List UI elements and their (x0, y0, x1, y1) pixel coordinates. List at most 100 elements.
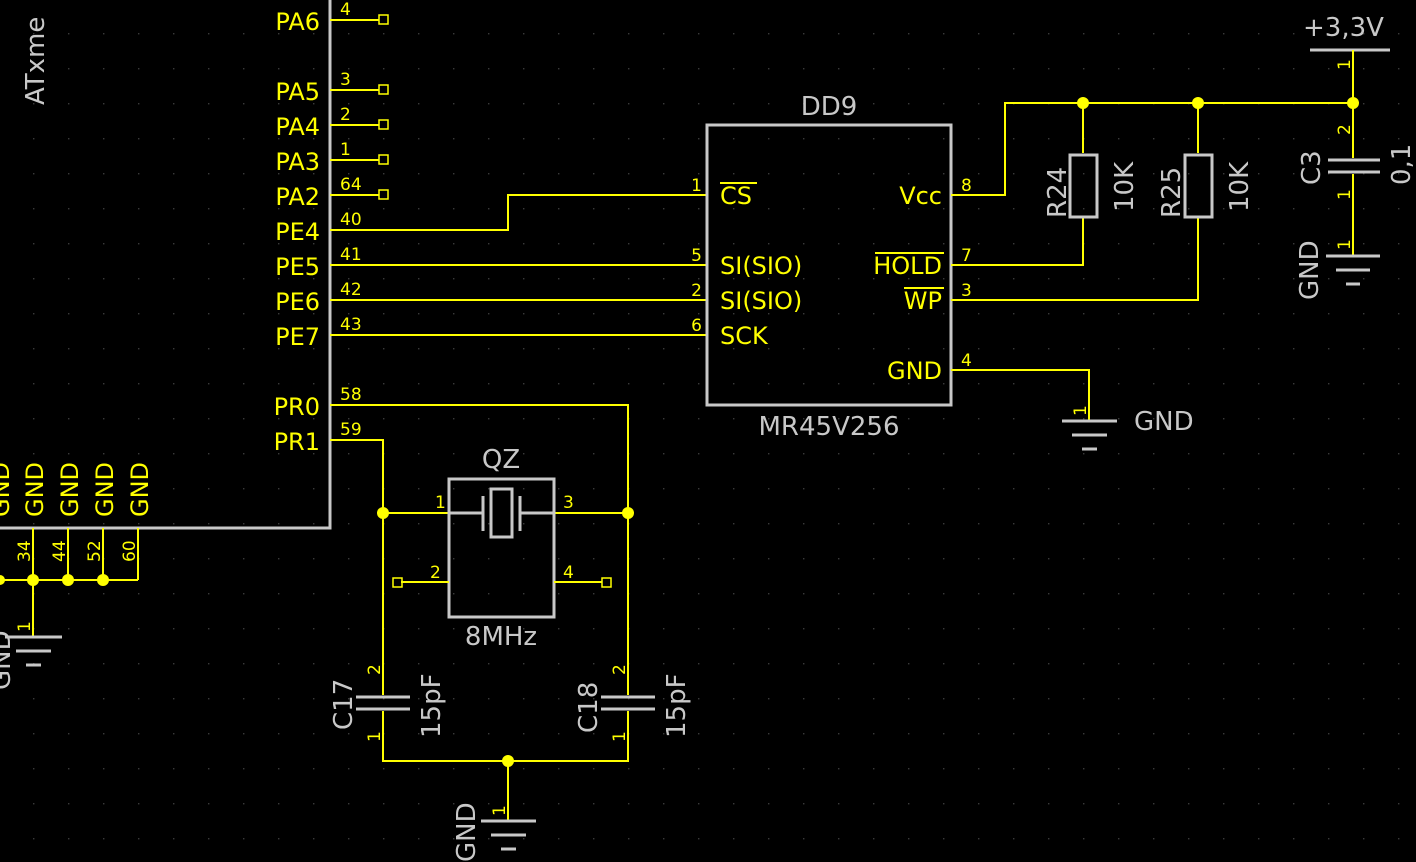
r24-name: R24 (1043, 167, 1073, 218)
mcu-gnd-num-52: 52 (85, 540, 105, 562)
xtal-gnd-symbol: 1 GND (452, 802, 536, 862)
mcu-pin-num-pe6: 42 (340, 280, 362, 300)
xtal-gnd-pin: 1 (490, 805, 510, 816)
mcu-gnd-symbol-label: GND (0, 630, 17, 690)
c18-pin-bottom: 1 (610, 731, 630, 742)
mcu-pin-num-pa3: 1 (340, 140, 351, 160)
mcu-pin-labels: PA6 PA5 PA4 PA3 PA2 PE4 PE5 PE6 PE7 PR0 … (274, 8, 320, 456)
mcu-pin-num-pa5: 3 (340, 70, 351, 90)
dd9-pin-label-hold: HOLD (873, 252, 942, 280)
dd9-pin-label-vcc: Vcc (899, 182, 942, 210)
qz-value: 8MHz (465, 622, 537, 652)
xtal-gnd-label: GND (452, 802, 482, 862)
qz-pin-1: 1 (435, 493, 446, 513)
dd9-value: MR45V256 (759, 412, 900, 442)
c3-gnd-pin: 1 (1335, 239, 1355, 250)
mcu-gnd-num-60: 60 (120, 540, 140, 562)
mcu-pin-label-pe6: PE6 (275, 288, 320, 316)
mcu-gnd-label-60: GND (126, 462, 154, 517)
c18-pin-top: 2 (610, 664, 630, 675)
mcu-gnd-label-52: GND (91, 462, 119, 517)
mcu-gnd-num-34: 34 (15, 540, 35, 562)
mcu-pin-label-pa4: PA4 (275, 113, 320, 141)
c3-value: 0,1 (1387, 144, 1416, 185)
r25-value: 10K (1225, 161, 1255, 212)
qz-pin-4: 4 (563, 563, 574, 583)
dd9-pin-num-sck: 6 (691, 316, 702, 336)
dd9-name: DD9 (801, 92, 858, 122)
c18-name: C18 (574, 682, 604, 733)
dd9-pin-label-sck: SCK (720, 322, 769, 350)
dd9-pin-num-wp: 3 (961, 281, 972, 301)
mcu-name-label: ATxme (21, 17, 51, 105)
dd9-pin-num-hold: 7 (961, 246, 972, 266)
dd9-pin-label-si1: SI(SIO) (720, 252, 802, 280)
mcu-pin-num-pa4: 2 (340, 105, 351, 125)
c17-pin-bottom: 1 (365, 731, 385, 742)
mcu-gnd-label-34: GND (21, 462, 49, 517)
dd9-pin-num-si2: 2 (691, 281, 702, 301)
mcu-pin-num-pa6: 4 (340, 0, 351, 20)
c3-pin-bottom: 1 (1335, 189, 1355, 200)
mcu-gnd-symbol: 1 GND (0, 621, 62, 690)
c3-gnd-symbol: 1 GND (1295, 239, 1380, 300)
r25-resistor[interactable]: R25 10K (1157, 153, 1255, 219)
dd9-pin-num-si1: 5 (691, 246, 702, 266)
c17-pin-top: 2 (365, 664, 385, 675)
dd9-gnd-symbol-label: GND (1134, 407, 1194, 437)
r24-value: 10K (1110, 161, 1140, 212)
dd9-pin-num-gnd: 4 (961, 351, 972, 371)
c17-value: 15pF (417, 673, 447, 738)
qz-name: QZ (482, 445, 520, 475)
c18-capacitor[interactable]: 2 1 C18 15pF (574, 664, 692, 742)
dd9-gnd-symbol: 1 GND (1062, 405, 1194, 451)
dd9-pin-label-wp: WP (904, 287, 942, 315)
qz-body (447, 477, 556, 619)
mcu-body-outline (0, 0, 332, 530)
mcu-gnd-symbol-pin: 1 (15, 621, 35, 632)
mcu-pin-label-pr1: PR1 (274, 428, 320, 456)
c18-value: 15pF (662, 673, 692, 738)
mcu-pin-numbers: 4 3 2 1 64 40 41 42 43 58 59 (340, 0, 362, 440)
mcu-pin-label-pa2: PA2 (275, 183, 320, 211)
c3-capacitor[interactable]: 2 1 C3 0,1 (1297, 103, 1416, 255)
dd9-pin-label-si2: SI(SIO) (720, 287, 802, 315)
c3-name: C3 (1297, 150, 1327, 185)
mcu-gnd-pins: GND GND GND GND GND 34 44 52 60 (0, 462, 154, 636)
mcu-pin-num-pe4: 40 (340, 210, 362, 230)
mcu-pin-label-pa3: PA3 (275, 148, 320, 176)
mcu-pin-label-pe4: PE4 (275, 218, 320, 246)
c3-gnd-label: GND (1295, 240, 1325, 300)
mcu-unconnected-pins (330, 14, 389, 200)
c3-pin-top: 2 (1335, 124, 1355, 135)
r25-body (1183, 153, 1214, 219)
c17-name: C17 (329, 679, 359, 730)
r24-resistor[interactable]: R24 10K (1043, 153, 1140, 219)
power-label: +3,3V (1303, 13, 1384, 43)
dd9-pin-num-vcc: 8 (961, 176, 972, 196)
dd9-symbol[interactable]: DD9 MR45V256 CS SI(SIO) SI(SIO) SCK Vcc … (691, 92, 972, 442)
c17-capacitor[interactable]: 2 1 C17 15pF (329, 664, 447, 742)
mcu-pin-label-pa6: PA6 (275, 8, 320, 36)
mcu-gnd-partial-label: GND (0, 462, 15, 517)
mcu-gnd-num-44: 44 (50, 540, 70, 562)
dd9-right-wires (951, 97, 1359, 420)
dd9-pin-label-gnd: GND (887, 357, 942, 385)
mcu-gnd-label-44: GND (56, 462, 84, 517)
dd9-pin-label-cs: CS (720, 182, 752, 210)
qz-crystal[interactable]: QZ 8MHz 1 2 3 4 (392, 445, 612, 652)
xtal-wires (330, 404, 634, 820)
mcu-symbol[interactable]: ATxme PA6 PA5 PA4 PA3 PA2 PE4 PE5 PE6 PE… (0, 0, 389, 690)
mcu-pin-label-pe5: PE5 (275, 253, 320, 281)
mcu-pin-num-pr0: 58 (340, 385, 362, 405)
mcu-pin-num-pe5: 41 (340, 245, 362, 265)
mcu-pin-num-pe7: 43 (340, 315, 362, 335)
qz-pin-3: 3 (563, 493, 574, 513)
r24-body (1068, 153, 1099, 219)
qz-pin-2: 2 (430, 563, 441, 583)
power-pin: 1 (1335, 59, 1355, 70)
r25-name: R25 (1157, 167, 1187, 218)
mcu-pin-num-pa2: 64 (340, 175, 362, 195)
mcu-pin-num-pr1: 59 (340, 420, 362, 440)
